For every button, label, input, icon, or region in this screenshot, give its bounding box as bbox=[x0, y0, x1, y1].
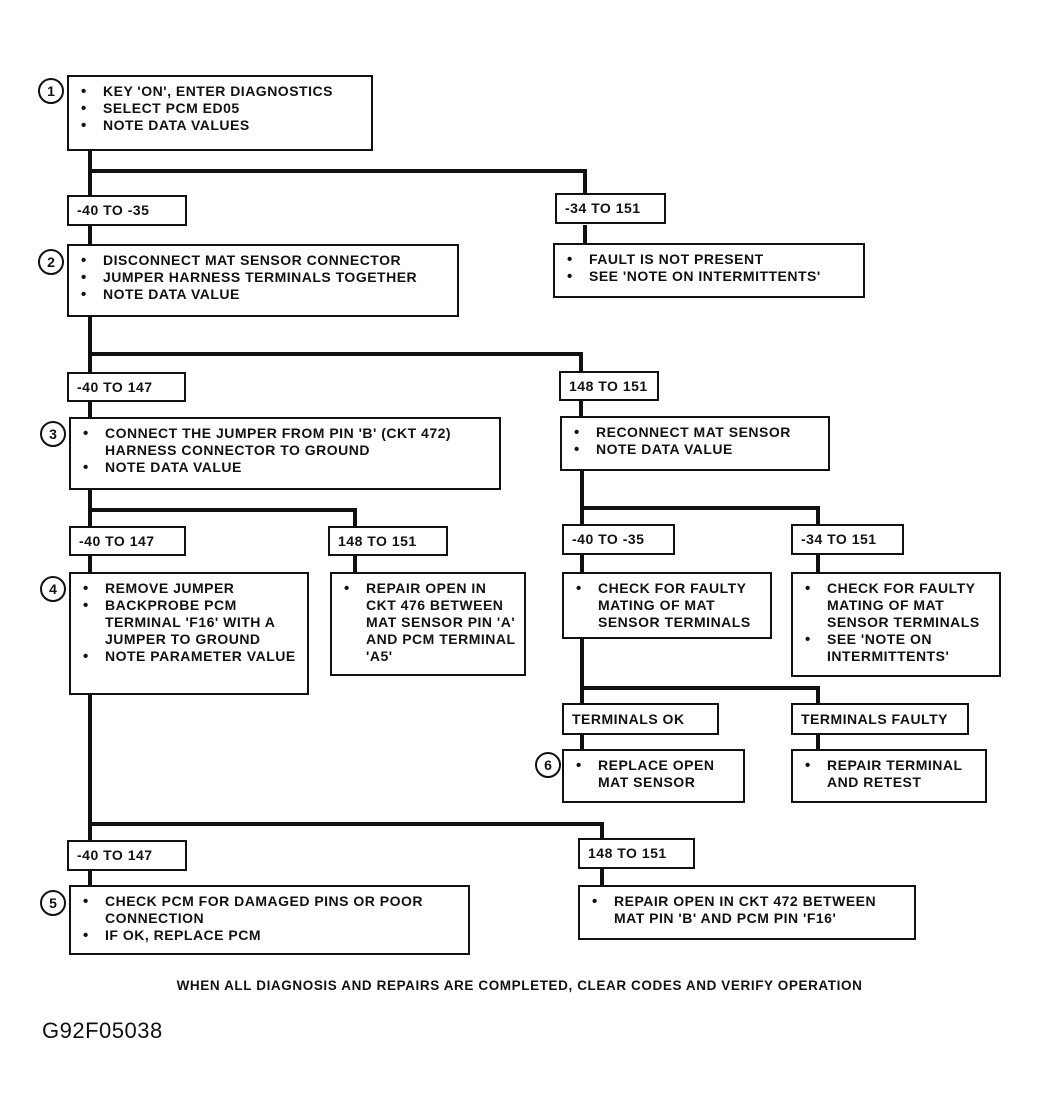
step-6-box: REPLACE OPEN MAT SENSOR bbox=[562, 749, 745, 803]
step-item: NOTE PARAMETER VALUE bbox=[81, 648, 299, 665]
step-4-box: REMOVE JUMPER BACKPROBE PCM TERMINAL 'F1… bbox=[69, 572, 309, 695]
completion-note: WHEN ALL DIAGNOSIS AND REPAIRS ARE COMPL… bbox=[176, 978, 863, 993]
value-box: -34 TO 151 bbox=[555, 193, 666, 224]
step-item: DISCONNECT MAT SENSOR CONNECTOR bbox=[79, 252, 449, 269]
step-number-badge: 4 bbox=[40, 576, 66, 602]
step-3-box: CONNECT THE JUMPER FROM PIN 'B' (CKT 472… bbox=[69, 417, 501, 490]
step-item: SELECT PCM ED05 bbox=[79, 100, 363, 117]
step-item: KEY 'ON', ENTER DIAGNOSTICS bbox=[79, 83, 363, 100]
repair-terminal-box: REPAIR TERMINAL AND RETEST bbox=[791, 749, 987, 803]
step-item: CHECK PCM FOR DAMAGED PINS OR POOR CONNE… bbox=[81, 893, 460, 927]
value-box: 148 TO 151 bbox=[328, 526, 448, 556]
step-number-badge: 6 bbox=[535, 752, 561, 778]
step-item: NOTE DATA VALUE bbox=[79, 286, 449, 303]
step-item: NOTE DATA VALUES bbox=[79, 117, 363, 134]
step-item: JUMPER HARNESS TERMINALS TOGETHER bbox=[79, 269, 449, 286]
repair-ckt-476-box: REPAIR OPEN IN CKT 476 BETWEEN MAT SENSO… bbox=[330, 572, 526, 676]
value-box: -40 TO -35 bbox=[67, 195, 187, 226]
value-box: -34 TO 151 bbox=[791, 524, 904, 555]
step-item: REPLACE OPEN MAT SENSOR bbox=[574, 757, 735, 791]
step-5-box: CHECK PCM FOR DAMAGED PINS OR POOR CONNE… bbox=[69, 885, 470, 955]
step-2-box: DISCONNECT MAT SENSOR CONNECTOR JUMPER H… bbox=[67, 244, 459, 317]
value-box: 148 TO 151 bbox=[578, 838, 695, 869]
step-number-badge: 3 bbox=[40, 421, 66, 447]
fault-not-present-box: FAULT IS NOT PRESENT SEE 'NOTE ON INTERM… bbox=[553, 243, 865, 298]
figure-id: G92F05038 bbox=[42, 1018, 163, 1043]
reconnect-sensor-box: RECONNECT MAT SENSOR NOTE DATA VALUE bbox=[560, 416, 830, 471]
step-item: CONNECT THE JUMPER FROM PIN 'B' (CKT 472… bbox=[81, 425, 491, 459]
value-box: -40 TO 147 bbox=[69, 526, 186, 556]
step-item: REPAIR OPEN IN CKT 476 BETWEEN MAT SENSO… bbox=[342, 580, 516, 665]
repair-ckt-472-box: REPAIR OPEN IN CKT 472 BETWEEN MAT PIN '… bbox=[578, 885, 916, 940]
step-item: REMOVE JUMPER bbox=[81, 580, 299, 597]
step-item: FAULT IS NOT PRESENT bbox=[565, 251, 855, 268]
step-item: SEE 'NOTE ON INTERMITTENTS' bbox=[565, 268, 855, 285]
check-mating-intermittent-box: CHECK FOR FAULTY MATING OF MAT SENSOR TE… bbox=[791, 572, 1001, 677]
value-box: -40 TO -35 bbox=[562, 524, 675, 555]
step-number-badge: 1 bbox=[38, 78, 64, 104]
step-item: CHECK FOR FAULTY MATING OF MAT SENSOR TE… bbox=[574, 580, 762, 631]
step-number-badge: 5 bbox=[40, 890, 66, 916]
value-box: TERMINALS OK bbox=[562, 703, 719, 735]
step-item: BACKPROBE PCM TERMINAL 'F16' WITH A JUMP… bbox=[81, 597, 299, 648]
step-1-box: KEY 'ON', ENTER DIAGNOSTICS SELECT PCM E… bbox=[67, 75, 373, 151]
value-box: 148 TO 151 bbox=[559, 371, 659, 401]
step-item: NOTE DATA VALUE bbox=[81, 459, 491, 476]
step-item: IF OK, REPLACE PCM bbox=[81, 927, 460, 944]
value-box: TERMINALS FAULTY bbox=[791, 703, 969, 735]
step-item: REPAIR OPEN IN CKT 472 BETWEEN MAT PIN '… bbox=[590, 893, 906, 927]
value-box: -40 TO 147 bbox=[67, 372, 186, 402]
step-item: NOTE DATA VALUE bbox=[572, 441, 820, 458]
check-mating-box: CHECK FOR FAULTY MATING OF MAT SENSOR TE… bbox=[562, 572, 772, 639]
step-item: REPAIR TERMINAL AND RETEST bbox=[803, 757, 977, 791]
step-number-badge: 2 bbox=[38, 249, 64, 275]
step-item: CHECK FOR FAULTY MATING OF MAT SENSOR TE… bbox=[803, 580, 991, 631]
step-item: SEE 'NOTE ON INTERMITTENTS' bbox=[803, 631, 991, 665]
value-box: -40 TO 147 bbox=[67, 840, 187, 871]
step-item: RECONNECT MAT SENSOR bbox=[572, 424, 820, 441]
